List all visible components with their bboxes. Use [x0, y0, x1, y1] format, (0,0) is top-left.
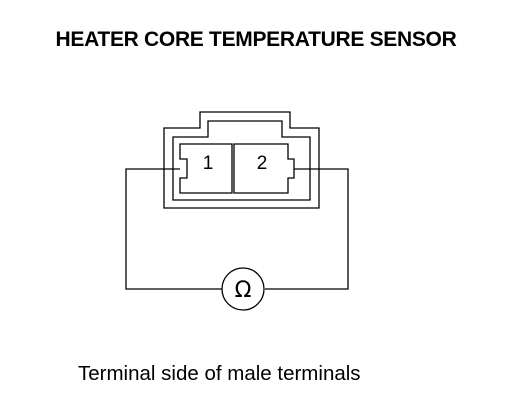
terminal-1-block — [179, 143, 233, 194]
terminal-2-label: 2 — [257, 153, 268, 174]
connector-housing-inner — [172, 120, 311, 201]
test-lead-left — [125, 168, 222, 290]
terminal-1-label: 1 — [203, 153, 214, 174]
ohmmeter-icon: Ω — [235, 278, 252, 303]
terminal-2-block — [233, 143, 295, 194]
test-lead-right — [265, 168, 349, 290]
connector-housing-outer — [163, 111, 320, 209]
diagram-title: HEATER CORE TEMPERATURE SENSOR — [55, 28, 457, 51]
ohmmeter-circle — [221, 267, 265, 311]
diagram-caption: Terminal side of male terminals — [78, 362, 361, 385]
